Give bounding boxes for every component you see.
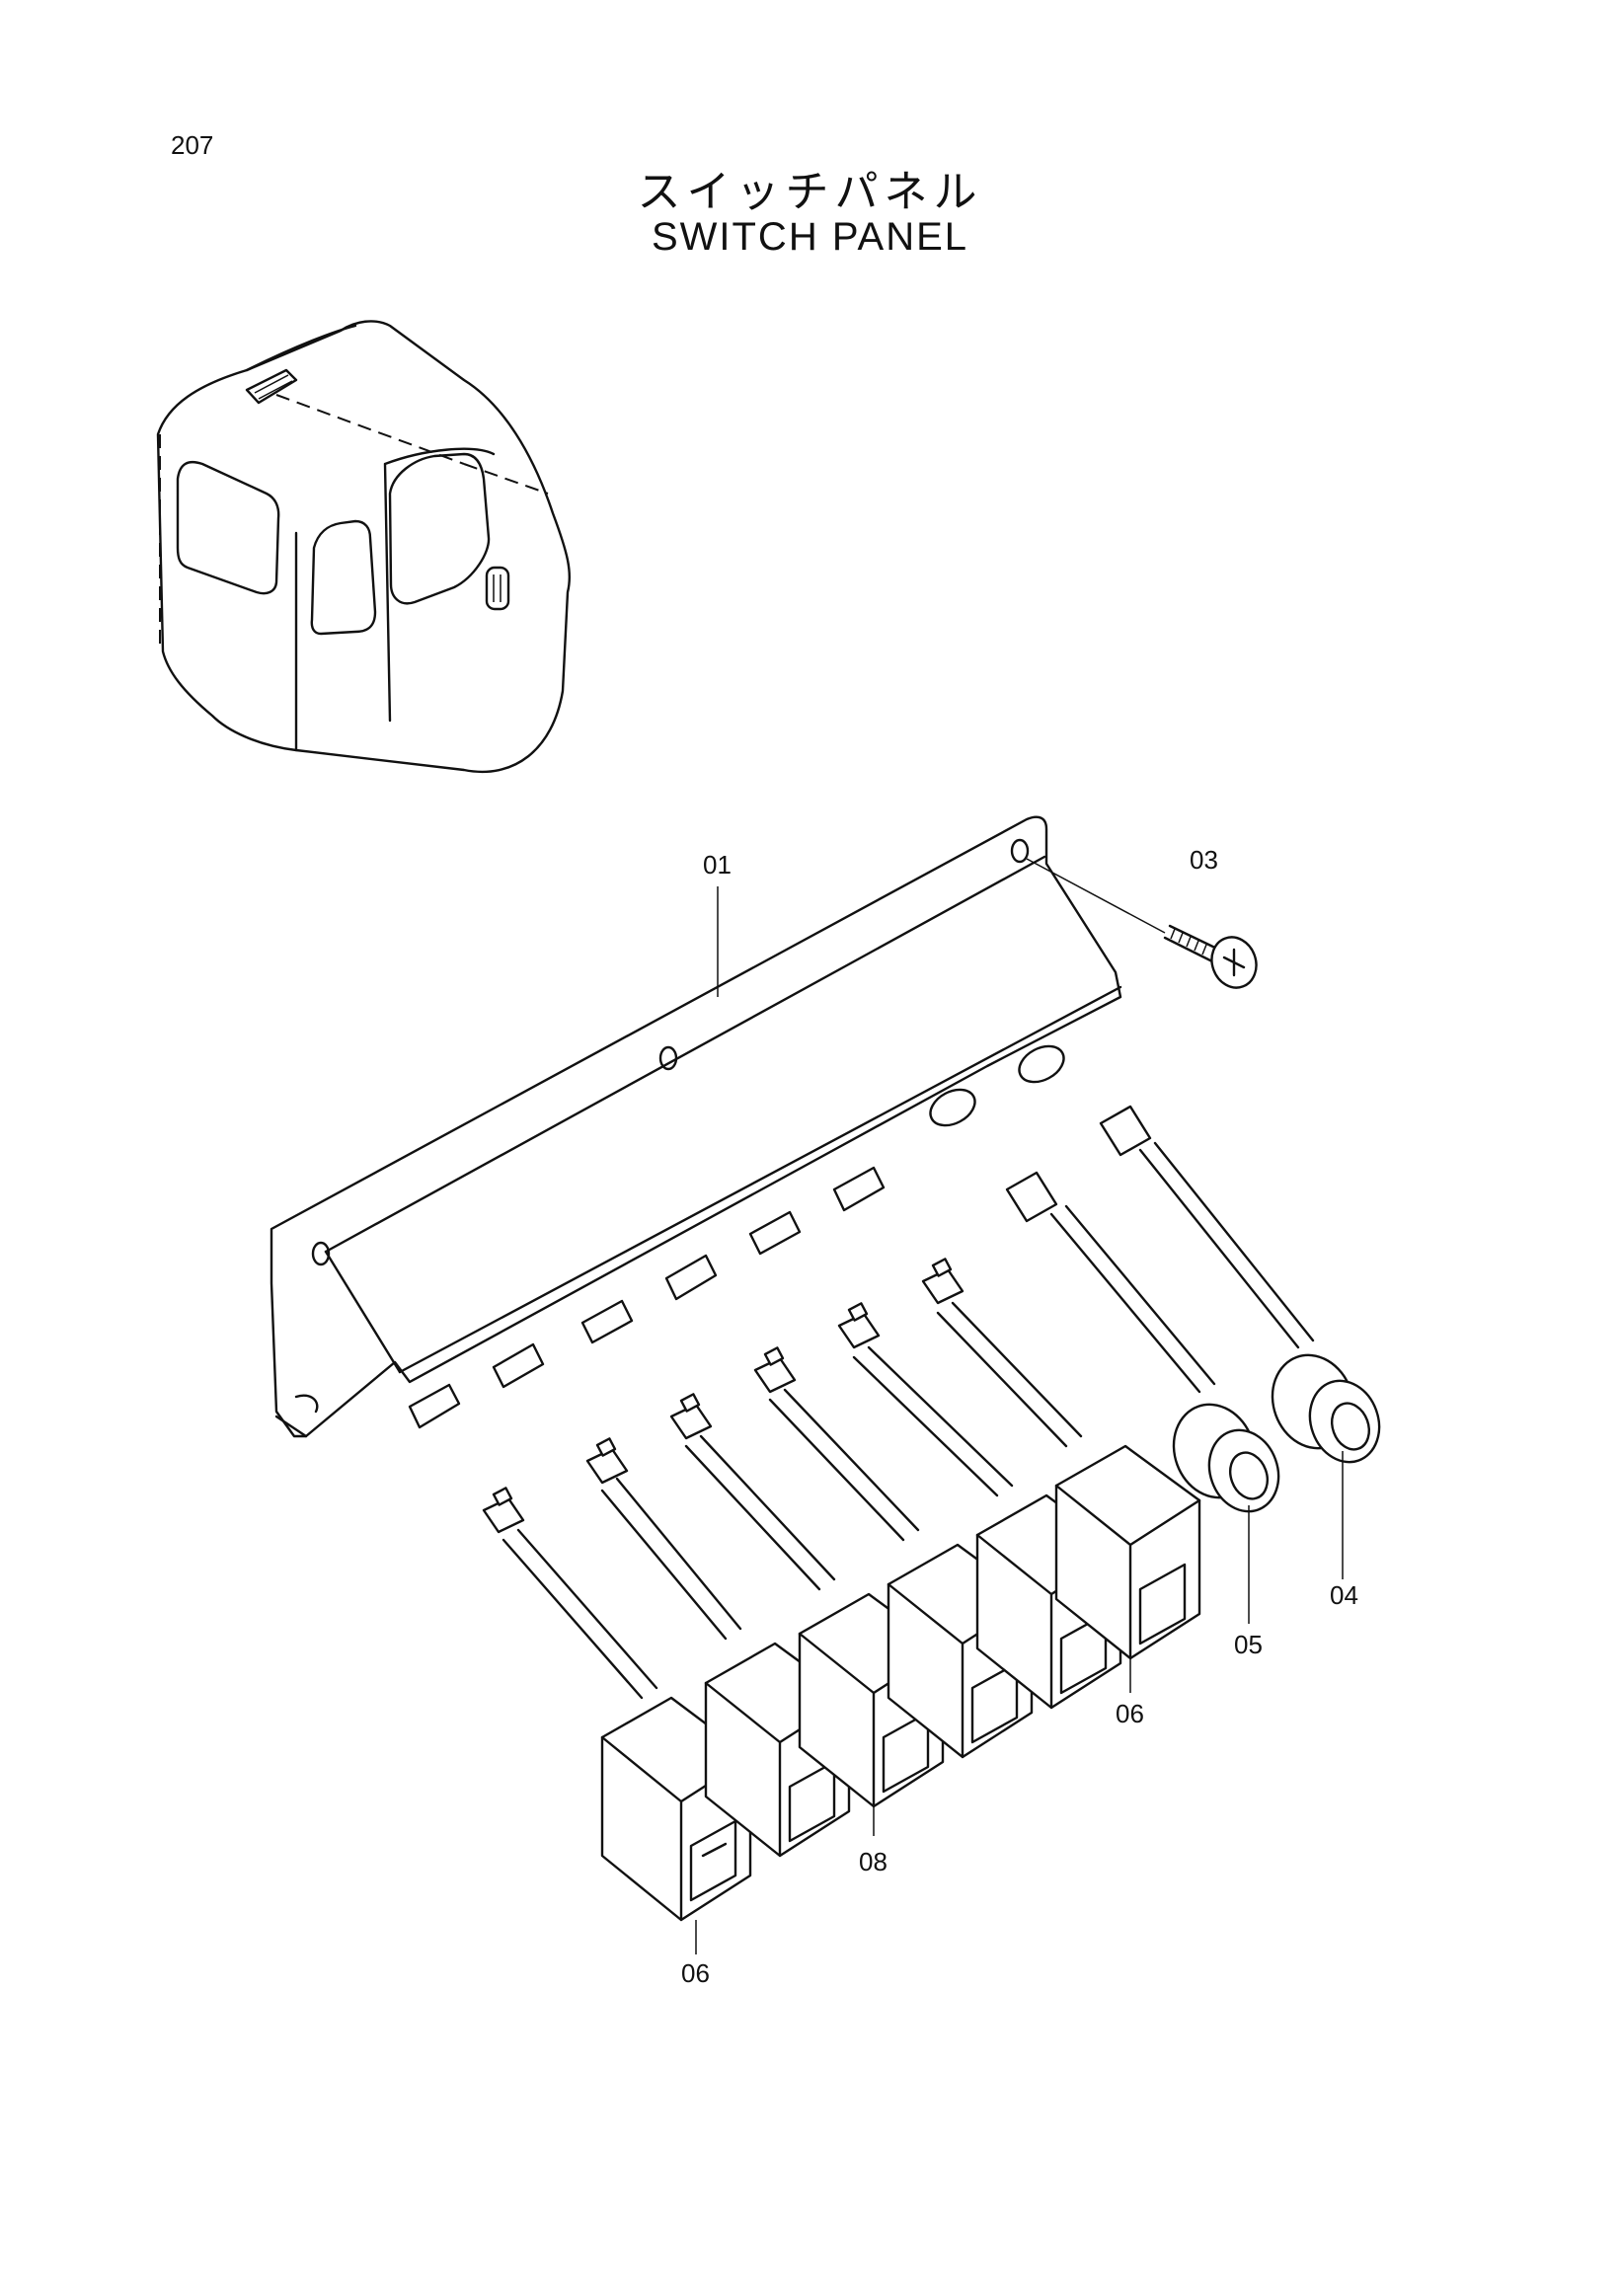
leader-lines <box>695 858 1344 1954</box>
callout-05: 05 <box>1234 1630 1263 1659</box>
callout-03: 03 <box>1190 845 1218 875</box>
callout-01: 01 <box>703 850 732 880</box>
callout-06-right: 06 <box>1116 1699 1144 1728</box>
rocker-switch-group <box>482 1258 1201 1922</box>
callout-08: 08 <box>859 1847 887 1876</box>
title-japanese: スイッチパネル <box>637 167 983 217</box>
callout-04: 04 <box>1330 1580 1358 1610</box>
screw-part <box>1163 924 1258 989</box>
page-number: 207 <box>171 130 214 160</box>
switch-panel-housing <box>270 815 1122 1438</box>
callout-06-left: 06 <box>681 1958 710 1988</box>
title-english: SWITCH PANEL <box>651 215 969 259</box>
round-switch-group <box>1005 1105 1381 1513</box>
cab-overview-drawing <box>156 320 571 774</box>
